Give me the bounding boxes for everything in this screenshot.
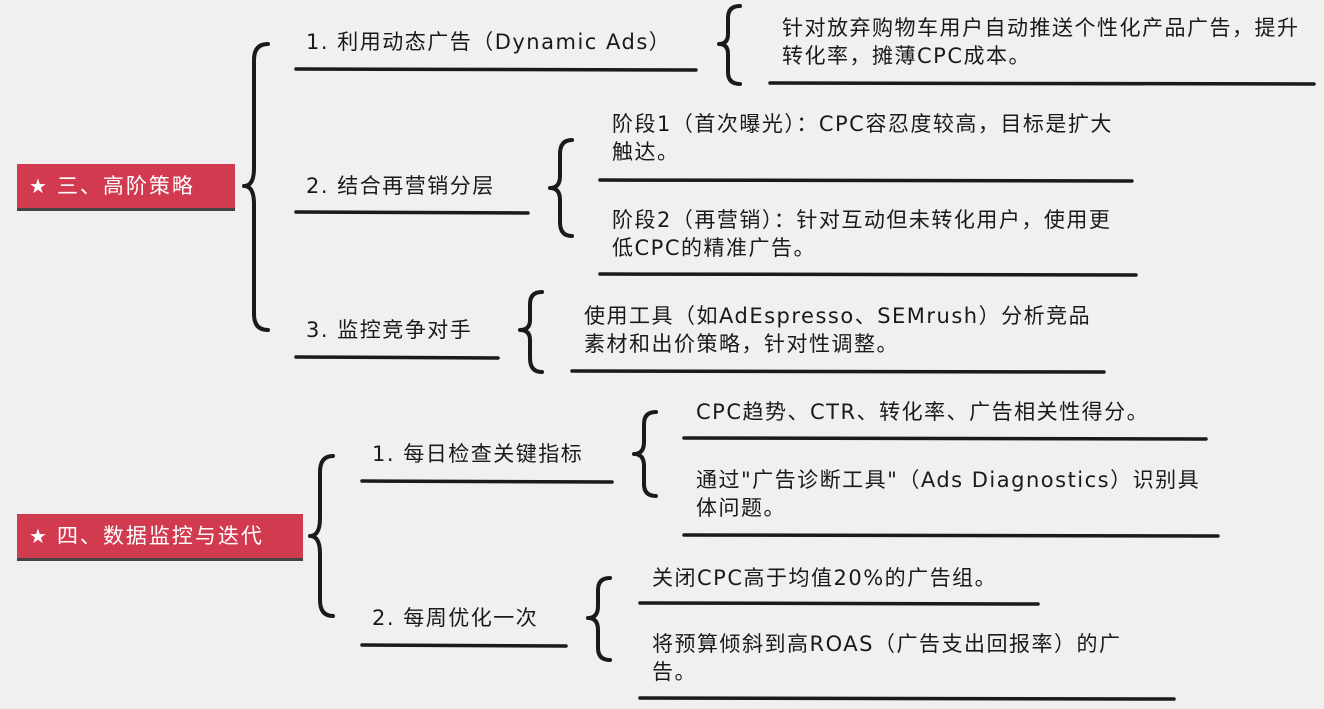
s4-item2-detail2-underline bbox=[638, 696, 1176, 701]
s3-item3-underline bbox=[294, 355, 500, 360]
s3-item3-label[interactable]: 3. 监控竞争对手 bbox=[306, 318, 473, 342]
s4-item2-label[interactable]: 2. 每周优化一次 bbox=[372, 606, 539, 630]
section4-title: 四、数据监控与迭代 bbox=[56, 524, 264, 548]
s4-item1-label[interactable]: 1. 每日检查关键指标 bbox=[372, 442, 584, 466]
s4-item1-detail1: CPC趋势、CTR、转化率、广告相关性得分。 bbox=[696, 400, 1150, 424]
section4-brace bbox=[308, 454, 335, 618]
s4-item1-brace bbox=[632, 410, 658, 498]
s4-item1-detail2-underline bbox=[682, 533, 1220, 538]
s3-item1-detail: 针对放弃购物车用户自动推送个性化产品广告，提升转化率，摊薄CPC成本。 bbox=[782, 16, 1300, 68]
s3-item2-detail1: 阶段1（首次曝光）：CPC容忍度较高，目标是扩大触达。 bbox=[612, 112, 1113, 164]
s3-item2-detail1-underline bbox=[598, 178, 1134, 183]
s3-item1-underline bbox=[294, 67, 698, 72]
s4-item2-brace bbox=[586, 576, 612, 662]
section3-brace bbox=[242, 42, 270, 332]
star-icon: ★ bbox=[29, 174, 49, 198]
s4-item2-detail1: 关闭CPC高于均值20%的广告组。 bbox=[652, 566, 998, 590]
s4-item1-detail2: 通过"广告诊断工具"（Ads Diagnostics）识别具体问题。 bbox=[696, 468, 1201, 520]
s3-item3-detail-underline bbox=[570, 369, 1106, 374]
s4-item1-detail1-underline bbox=[682, 436, 1208, 441]
s4-item2-detail1-underline bbox=[638, 601, 1040, 606]
section3-root[interactable]: ★ 三、高阶策略 bbox=[17, 164, 235, 208]
s4-item1-underline bbox=[360, 479, 614, 484]
s3-item3-detail: 使用工具（如AdEspresso、SEMrush）分析竞品素材和出价策略，针对性… bbox=[584, 304, 1092, 356]
s3-item1-brace bbox=[717, 4, 742, 86]
s3-item2-detail2-underline bbox=[598, 272, 1138, 277]
s4-item2-underline bbox=[360, 643, 568, 648]
s3-item1-label[interactable]: 1. 利用动态广告（Dynamic Ads） bbox=[306, 30, 672, 54]
s3-item2-detail2: 阶段2（再营销）：针对互动但未转化用户，使用更低CPC的精准广告。 bbox=[612, 208, 1112, 260]
s3-item2-label[interactable]: 2. 结合再营销分层 bbox=[306, 174, 495, 198]
s3-item2-underline bbox=[294, 210, 530, 215]
s3-item2-brace bbox=[548, 138, 574, 238]
s3-item1-detail-underline bbox=[768, 81, 1316, 86]
s4-item2-detail2: 将预算倾斜到高ROAS（广告支出回报率）的广告。 bbox=[652, 632, 1122, 684]
star-icon: ★ bbox=[29, 524, 49, 548]
section3-title: 三、高阶策略 bbox=[56, 174, 195, 198]
section4-root[interactable]: ★ 四、数据监控与迭代 bbox=[17, 514, 303, 558]
s3-item3-brace bbox=[518, 290, 544, 374]
